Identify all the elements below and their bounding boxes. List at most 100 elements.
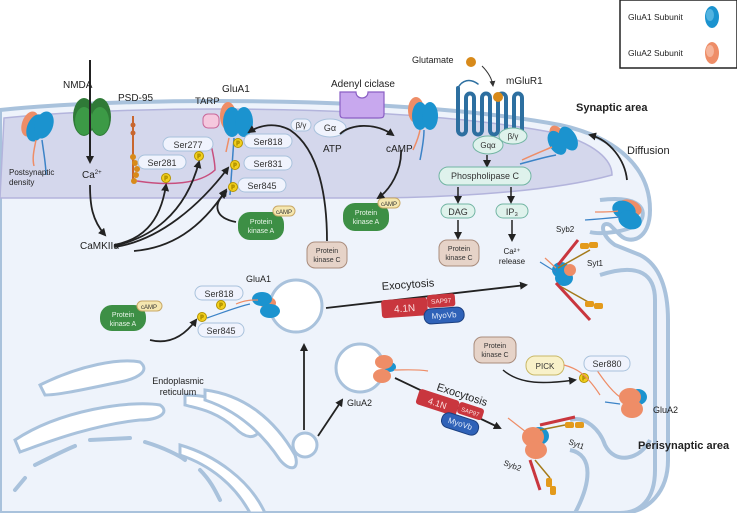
label-tarp: TARP (195, 96, 220, 107)
phospho-ser845-vesicle (197, 312, 207, 322)
svg-text:β/γ: β/γ (296, 121, 307, 130)
label-glua1-top: GluA1 (222, 84, 250, 95)
svg-text:Protein: Protein (355, 210, 377, 217)
label-adenyl-ciclase: Adenyl ciclase (331, 79, 395, 90)
svg-text:Ser281: Ser281 (147, 158, 176, 168)
snare-complex-top (539, 239, 603, 322)
legend-item-glua2: GluA2 Subunit (628, 42, 719, 64)
svg-text:Ser845: Ser845 (206, 326, 235, 336)
phospho-label: P (582, 376, 586, 382)
label-exocytosis-top: Exocytosis (381, 277, 435, 293)
svg-text:kinase C: kinase C (481, 352, 508, 359)
svg-text:SAP97: SAP97 (431, 297, 452, 305)
phospho-label: P (164, 176, 168, 182)
gq-alpha: Gqα (472, 135, 504, 155)
svg-text:Protein: Protein (112, 312, 134, 319)
ca-release-label: Ca²⁺ release (499, 247, 526, 266)
label-psd95: PSD-95 (118, 93, 153, 104)
svg-text:kinase A: kinase A (110, 321, 137, 328)
ser880-pill: Ser880 (583, 355, 631, 372)
ampa-receptor-spine-top (584, 199, 642, 230)
protein-kinase-c-mid: Protein kinase C (306, 241, 348, 269)
label-synaptic-area: Synaptic area (576, 102, 648, 114)
label-glutamate: Glutamate (412, 55, 454, 65)
svg-text:Ca²⁺: Ca²⁺ (503, 247, 520, 256)
svg-text:Protein: Protein (448, 246, 470, 253)
svg-text:SAP97: SAP97 (460, 407, 480, 419)
svg-text:GluA2 Subunit: GluA2 Subunit (628, 48, 683, 58)
svg-text:kinase C: kinase C (445, 255, 472, 262)
protein-kinase-c-plc: Protein kinase C (438, 239, 480, 267)
pick-protein: PICK (525, 355, 565, 376)
ampa-receptor-vesicle-glua1 (235, 292, 280, 318)
svg-text:Protein: Protein (316, 248, 338, 255)
svg-text:kinase A: kinase A (248, 228, 275, 235)
svg-text:4.1N: 4.1N (394, 303, 416, 315)
perisynaptic-membrane (599, 267, 657, 513)
label-glua2-right: GluA2 (653, 405, 678, 415)
label-ca: Ca2+ (82, 170, 102, 181)
svg-text:release: release (499, 257, 526, 266)
legend: GluA1 Subunit GluA2 Subunit (619, 0, 737, 69)
label-camp: cAMP (386, 144, 413, 155)
svg-text:β/γ: β/γ (508, 132, 519, 141)
label-mglur1: mGluR1 (506, 76, 543, 87)
label-density: density (9, 178, 34, 187)
svg-text:Ser880: Ser880 (592, 359, 621, 369)
ser818-pill: Ser818 (243, 133, 293, 149)
ampa-receptor-diffusing (547, 125, 578, 155)
svg-text:Phospholipase C: Phospholipase C (451, 171, 520, 181)
phospho-ser845 (228, 182, 238, 192)
dag-node: DAG (440, 203, 476, 219)
protein-kinase-a-1: Protein kinase A cAMP (238, 205, 296, 240)
svg-text:Protein: Protein (250, 219, 272, 226)
svg-text:IP₃: IP₃ (506, 207, 519, 217)
svg-text:Ser845: Ser845 (247, 181, 276, 191)
svg-text:Ser818: Ser818 (204, 289, 233, 299)
ser281-pill: Ser281 (137, 154, 187, 170)
label-diffusion: Diffusion (627, 145, 670, 157)
ampa-receptor-right (408, 97, 438, 161)
g-beta-gamma-left: β/γ (290, 118, 312, 132)
ip3-node: IP₃ (495, 203, 529, 219)
svg-text:kinase A: kinase A (353, 219, 380, 226)
svg-text:PICK: PICK (536, 362, 555, 371)
phospho-ser818 (233, 138, 243, 148)
ampa-receptor-vesicle-glua2 (373, 355, 429, 383)
svg-text:MyoVb: MyoVb (431, 310, 457, 321)
label-nmda: NMDA (63, 80, 93, 91)
svg-text:cAMP: cAMP (276, 210, 292, 216)
adenyl-cyclase (339, 91, 385, 119)
phospho-ser281 (161, 173, 171, 183)
vesicle-glua2 (334, 342, 386, 394)
mglur1-receptor (456, 79, 524, 137)
endoplasmic-reticulum (13, 359, 319, 513)
phospho-ser880 (579, 373, 589, 383)
label-syt1-top: Syt1 (587, 259, 604, 268)
glutamate-bound (493, 92, 503, 102)
protein-kinase-a-2: Protein kinase A cAMP (343, 197, 401, 231)
phospho-label: P (200, 315, 204, 321)
phospho-label: P (219, 303, 223, 309)
svg-text:GluA1 Subunit: GluA1 Subunit (628, 12, 683, 22)
er-dashes (13, 436, 222, 502)
svg-text:cAMP: cAMP (141, 305, 157, 311)
svg-text:Ser277: Ser277 (173, 140, 202, 150)
phospho-label: P (236, 141, 240, 147)
phospho-label: P (231, 185, 235, 191)
vesicle-glua1 (268, 278, 324, 334)
svg-text:kinase C: kinase C (313, 257, 340, 264)
pkc-to-ser880-arrow (502, 369, 577, 385)
label-camkii: CaMKIIα (80, 241, 119, 252)
glutamate-molecule (466, 57, 476, 67)
synapse-bulge-bottom (569, 417, 652, 460)
phospholipase-c: Phospholipase C (438, 166, 532, 186)
ampa-receptor-glua2-perisynaptic (589, 359, 647, 418)
label-syb2-top: Syb2 (556, 225, 575, 234)
phospho-label: P (197, 154, 201, 160)
snare-complex-bottom (507, 415, 584, 495)
g-alpha: Gα (313, 118, 347, 138)
tarp-protein (202, 113, 220, 129)
